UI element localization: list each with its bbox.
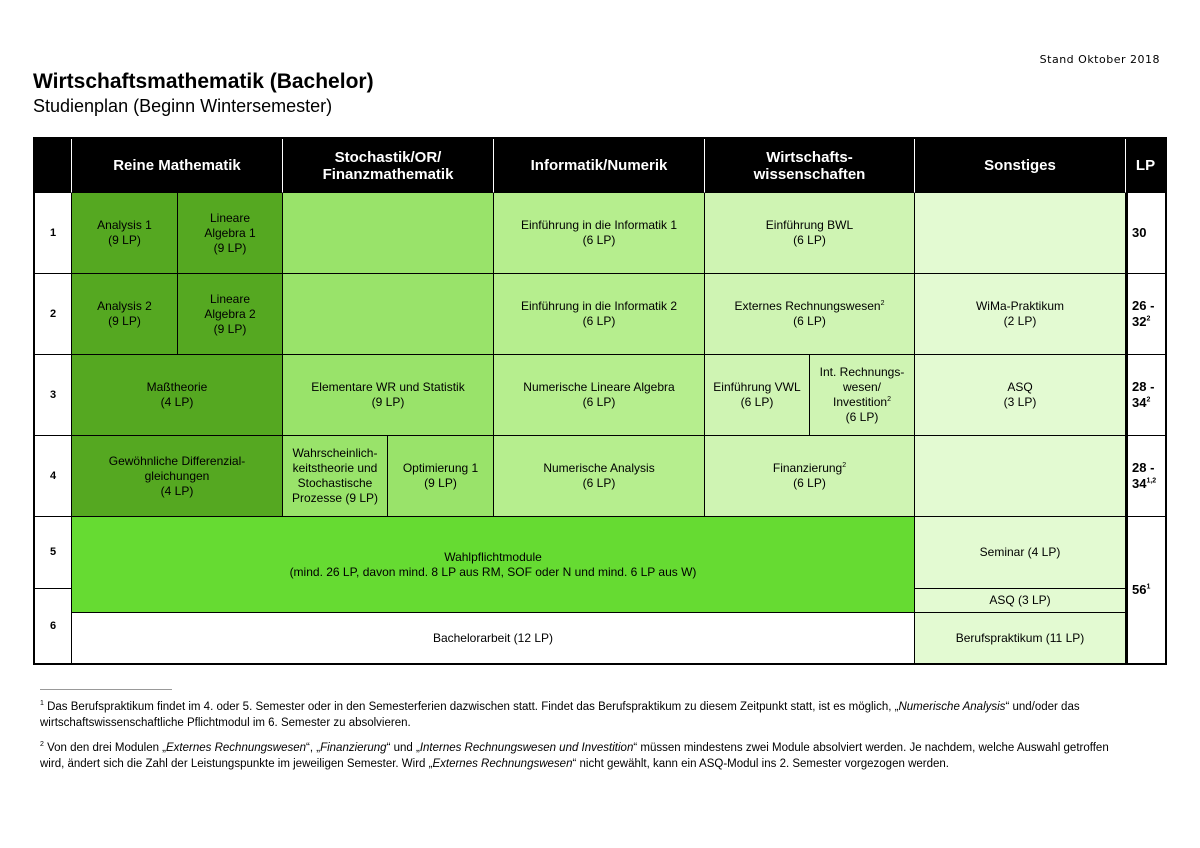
module-informatik-2: Einführung in die Informatik 2 (6 LP): [494, 274, 705, 355]
module-seminar: Seminar (4 LP): [915, 517, 1126, 589]
lp-semester-3: 28 - 342: [1126, 355, 1165, 436]
footnote-emphasis: Numerische Analysis: [898, 700, 1006, 713]
col-header-informatik: Informatik/Numerik: [494, 139, 705, 193]
col-header-stochastik: Stochastik/OR/ Finanzmathematik: [283, 139, 494, 193]
footnote-text: “, „: [306, 741, 321, 754]
module-numerische-lineare-algebra: Numerische Lineare Algebra (6 LP): [494, 355, 705, 436]
footnote-text: “ und/oder das wirtschaftswissenschaftli…: [40, 700, 1080, 729]
lp-value: 26 - 32: [1132, 298, 1155, 329]
footnote-mark: 2: [40, 741, 44, 748]
semester-number: 5: [35, 517, 72, 589]
lp-semester-5-6: 561: [1126, 517, 1165, 663]
lp-semester-1: 30: [1126, 193, 1165, 274]
footnote-text: Das Berufspraktikum findet im 4. oder 5.…: [43, 700, 899, 713]
module-analysis-2: Analysis 2 (9 LP): [72, 274, 178, 355]
footnote-mark: 1,2: [1146, 477, 1157, 485]
header-corner: [35, 139, 72, 193]
lp-value: 28 - 34: [1132, 460, 1155, 491]
module-informatik-1: Einführung in die Informatik 1 (6 LP): [494, 193, 705, 274]
empty-cell: [915, 193, 1126, 274]
module-lp: (6 LP): [793, 476, 826, 490]
study-plan-table: Reine Mathematik Stochastik/OR/ Finanzma…: [33, 137, 1167, 665]
semester-number: 4: [35, 436, 72, 517]
footnote-text: “ müssen mindestens zwei Module absolvie…: [40, 741, 1109, 770]
footnote-mark: 2: [880, 300, 885, 307]
lp-semester-4: 28 - 341,2: [1126, 436, 1165, 517]
module-label: Int. Rechnungs- wesen/ Investition: [819, 365, 905, 409]
footnote-emphasis: Finanzierung: [320, 741, 387, 754]
module-lp: (6 LP): [793, 314, 826, 328]
module-lineare-algebra-2: Lineare Algebra 2 (9 LP): [178, 274, 283, 355]
module-optimierung-1: Optimierung 1 (9 LP): [388, 436, 494, 517]
empty-cell: [283, 193, 494, 274]
semester-number: 1: [35, 193, 72, 274]
footnote-text: “ nicht gewählt, kann ein ASQ-Modul ins …: [572, 757, 949, 770]
lp-semester-2: 26 - 322: [1126, 274, 1165, 355]
module-berufspraktikum: Berufspraktikum (11 LP): [915, 613, 1126, 663]
stand-date: Stand Oktober 2018: [1039, 53, 1160, 66]
module-wahrscheinlichkeitstheorie: Wahrscheinlich- keitstheorie und Stochas…: [283, 436, 388, 517]
semester-number: 3: [35, 355, 72, 436]
empty-cell: [283, 274, 494, 355]
footnote-mark: 2: [1146, 315, 1151, 323]
footnote-mark: 2: [1146, 396, 1151, 404]
semester-number: 6: [35, 589, 72, 663]
page-title: Wirtschaftsmathematik (Bachelor): [33, 70, 374, 93]
module-elementare-wr: Elementare WR und Statistik (9 LP): [283, 355, 494, 436]
col-header-sonstiges: Sonstiges: [915, 139, 1126, 193]
footnote-mark: 2: [842, 462, 847, 469]
footnote-mark: 1: [1146, 583, 1151, 591]
module-wahlpflicht: Wahlpflichtmodule (mind. 26 LP, davon mi…: [72, 517, 915, 613]
semester-number: 2: [35, 274, 72, 355]
footnote-2: 2 Von den drei Modulen „Externes Rechnun…: [40, 737, 1130, 772]
module-numerische-analysis: Numerische Analysis (6 LP): [494, 436, 705, 517]
footnote-mark: 2: [887, 396, 891, 403]
footnote-text: Von den drei Modulen „: [43, 741, 167, 754]
module-int-rechnungswesen: Int. Rechnungs- wesen/ Investition2 (6 L…: [810, 355, 915, 436]
col-header-lp: LP: [1126, 139, 1165, 193]
footnote-emphasis: Externes Rechnungswesen: [432, 757, 573, 770]
module-lineare-algebra-1: Lineare Algebra 1 (9 LP): [178, 193, 283, 274]
module-label: Externes Rechnungswesen: [734, 299, 881, 313]
lp-value: 28 - 34: [1132, 379, 1155, 410]
footnote-text: “ und „: [386, 741, 420, 754]
module-lp: (6 LP): [845, 410, 879, 424]
module-analysis-1: Analysis 1 (9 LP): [72, 193, 178, 274]
footnote-divider: [40, 689, 172, 690]
module-vwl: Einführung VWL (6 LP): [705, 355, 810, 436]
module-bachelorarbeit: Bachelorarbeit (12 LP): [72, 613, 915, 663]
module-finanzierung: Finanzierung2 (6 LP): [705, 436, 915, 517]
module-differenzialgleichungen: Gewöhnliche Differenzial- gleichungen (4…: [72, 436, 283, 517]
module-asq: ASQ (3 LP): [915, 355, 1126, 436]
col-header-reine-mathematik: Reine Mathematik: [72, 139, 283, 193]
lp-value: 56: [1132, 582, 1147, 597]
module-asq-56: ASQ (3 LP): [915, 589, 1126, 613]
col-header-wirtschaft: Wirtschafts- wissenschaften: [705, 139, 915, 193]
footnote-emphasis: Internes Rechnungswesen und Investition: [419, 741, 634, 754]
module-wima-praktikum: WiMa-Praktikum (2 LP): [915, 274, 1126, 355]
footnote-1: 1 Das Berufspraktikum findet im 4. oder …: [40, 696, 1130, 731]
footnote-emphasis: Externes Rechnungswesen: [166, 741, 307, 754]
page-subtitle: Studienplan (Beginn Wintersemester): [33, 96, 333, 116]
module-label: Finanzierung: [772, 461, 843, 475]
empty-cell: [915, 436, 1126, 517]
footnote-mark: 1: [40, 700, 44, 707]
module-masstheorie: Maßtheorie (4 LP): [72, 355, 283, 436]
module-externes-rechnungswesen: Externes Rechnungswesen2 (6 LP): [705, 274, 915, 355]
module-bwl: Einführung BWL (6 LP): [705, 193, 915, 274]
